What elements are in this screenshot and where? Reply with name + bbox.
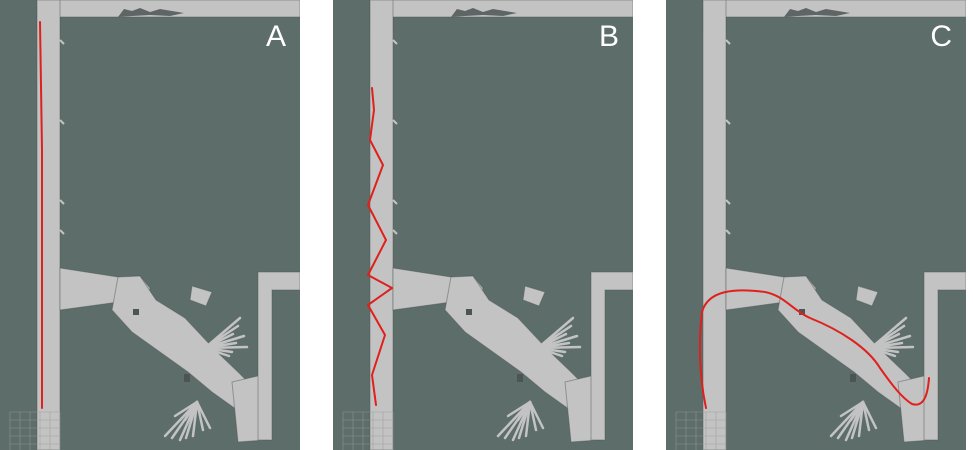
obstacle-block <box>799 309 805 315</box>
obstacle-block <box>133 309 139 315</box>
top-obstacle <box>784 8 850 17</box>
panel-label-a: A <box>265 20 286 53</box>
top-obstacle <box>118 8 184 17</box>
wall-tick <box>59 199 65 205</box>
origin-grid <box>675 411 727 450</box>
wall-tick <box>59 39 65 45</box>
scan-ray <box>191 400 199 438</box>
scan-fan-upper <box>536 316 582 358</box>
origin-grid <box>9 411 61 450</box>
wall-tick <box>392 199 398 205</box>
wall-tick <box>392 119 398 125</box>
wall-tick <box>725 199 731 205</box>
junction-notch <box>189 285 213 307</box>
origin-grid <box>342 411 394 450</box>
left-corridor <box>369 0 394 450</box>
wall-tick <box>392 229 398 235</box>
scan-ray <box>861 400 878 430</box>
scan-ray <box>183 400 199 422</box>
scan-ray <box>849 400 865 422</box>
wall-tick <box>59 229 65 235</box>
panel-label-c: C <box>930 20 952 53</box>
scan-fan-lower <box>829 400 878 442</box>
right-corridor <box>590 271 633 441</box>
wall-tick <box>725 119 731 125</box>
left-corridor <box>702 0 727 450</box>
obstacle-block <box>517 374 523 382</box>
occupancy-map-a <box>0 0 300 450</box>
scan-ray <box>536 346 564 358</box>
wall-tick <box>725 39 731 45</box>
map-panel-c: C <box>666 0 966 450</box>
right-corridor <box>257 271 300 441</box>
scan-ray <box>869 346 897 358</box>
obstacle-block <box>184 374 190 382</box>
scan-ray <box>524 400 532 438</box>
scan-ray <box>839 400 865 418</box>
right-corridor <box>923 271 966 441</box>
wall-tick <box>392 39 398 45</box>
robot-path-b <box>367 87 393 406</box>
scan-fan-upper <box>203 316 249 358</box>
scan-ray <box>528 400 545 430</box>
scan-ray <box>203 346 231 358</box>
wall-tick <box>59 119 65 125</box>
scan-ray <box>173 400 199 418</box>
top-obstacle <box>451 8 517 17</box>
wall-tick <box>725 229 731 235</box>
scan-ray <box>516 400 532 422</box>
robot-path-c <box>698 289 930 409</box>
scan-ray <box>857 400 865 438</box>
panel-label-b: B <box>598 20 619 53</box>
map-panel-b: B <box>333 0 633 450</box>
occupancy-map-b <box>333 0 633 450</box>
junction-notch <box>522 285 546 307</box>
obstacle-block <box>850 374 856 382</box>
obstacle-block <box>466 309 472 315</box>
scan-fan-lower <box>496 400 545 442</box>
map-panel-a: A <box>0 0 300 450</box>
occupancy-map-c <box>666 0 966 450</box>
junction-notch <box>855 285 879 307</box>
scan-ray <box>506 400 532 418</box>
scan-ray <box>195 400 212 430</box>
robot-path-a <box>39 21 43 409</box>
scan-fan-lower <box>163 400 212 442</box>
scan-fan-upper <box>869 316 915 358</box>
